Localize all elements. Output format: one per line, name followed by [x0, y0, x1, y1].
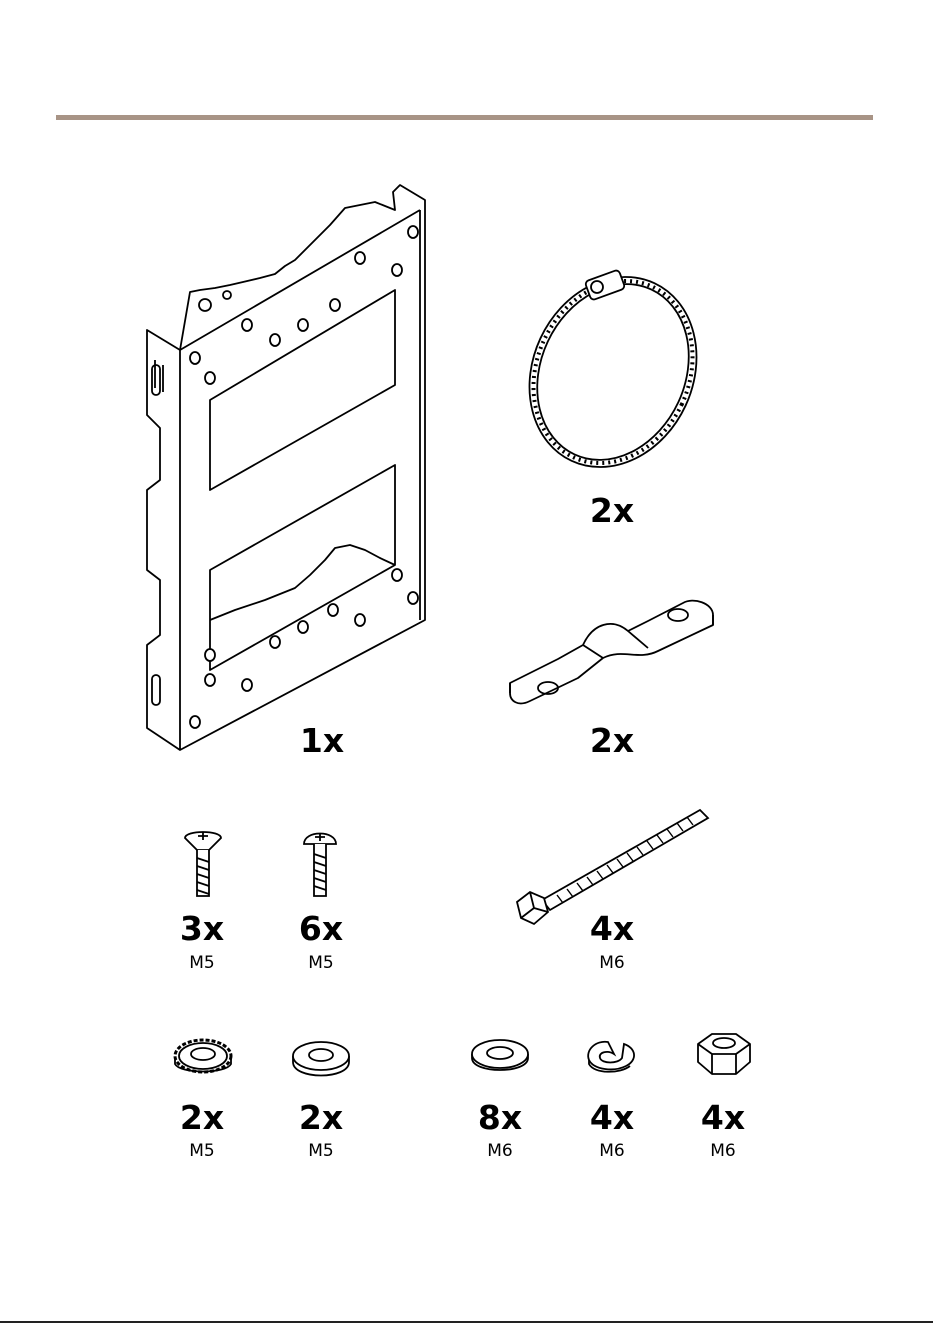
- qty-hex-nut: 4x: [663, 1100, 783, 1136]
- qty-countersunk-screw: 3x: [142, 911, 262, 947]
- qty-flat-washer-m6: 8x: [440, 1100, 560, 1136]
- qty-serrated-lock-washer: 2x: [142, 1100, 262, 1136]
- pole-strap-illustration: [508, 593, 718, 713]
- split-lock-washer-illustration: [586, 1036, 638, 1074]
- qty-pan-head-screw: 6x: [261, 911, 381, 947]
- pan-head-screw-illustration: [300, 828, 340, 900]
- size-pan-head-screw: M5: [261, 953, 381, 973]
- size-flat-washer-m6: M6: [440, 1141, 560, 1161]
- footer-rule: [0, 1321, 933, 1323]
- flat-washer-m6-illustration: [470, 1036, 530, 1076]
- qty-split-lock-washer: 4x: [552, 1100, 672, 1136]
- size-serrated-lock-washer: M5: [142, 1141, 262, 1161]
- size-hex-bolt: M6: [552, 953, 672, 973]
- flat-washer-m5-illustration: [291, 1038, 351, 1078]
- qty-hex-bolt: 4x: [552, 911, 672, 947]
- size-countersunk-screw: M5: [142, 953, 262, 973]
- countersunk-screw-illustration: [183, 828, 223, 900]
- qty-mounting-bracket: 1x: [262, 723, 382, 759]
- qty-pole-strap: 2x: [552, 723, 672, 759]
- hex-nut-illustration: [696, 1030, 752, 1080]
- size-hex-nut: M6: [663, 1141, 783, 1161]
- qty-flat-washer-m5: 2x: [261, 1100, 381, 1136]
- mounting-bracket-illustration: [135, 180, 435, 755]
- qty-hose-clamp: 2x: [552, 493, 672, 529]
- size-flat-washer-m5: M5: [261, 1141, 381, 1161]
- header-rule: [56, 115, 873, 120]
- serrated-lock-washer-illustration: [172, 1036, 234, 1078]
- size-split-lock-washer: M6: [552, 1141, 672, 1161]
- hose-clamp-illustration: [525, 265, 705, 475]
